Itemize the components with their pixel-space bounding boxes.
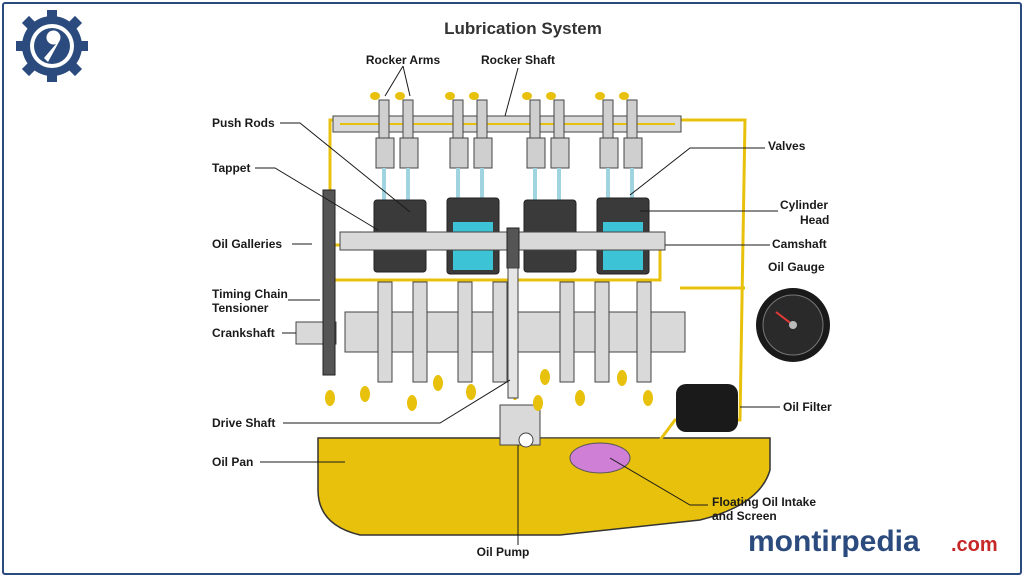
crankshaft (295, 281, 686, 383)
valve-assemblies (375, 99, 643, 169)
timing-chain-tensioner (322, 189, 336, 376)
label-push-rods: Push Rods (212, 116, 275, 130)
label-rocker-arms: Rocker Arms (366, 53, 441, 67)
label-oil-gauge: Oil Gauge (768, 260, 825, 274)
brand-name: montirpedia (748, 525, 920, 558)
floating-oil-intake (569, 442, 631, 474)
oil-pan (317, 437, 771, 536)
leader-lines (255, 65, 780, 545)
camshaft (339, 231, 666, 251)
label-timing-chain-line2: Tensioner (212, 301, 269, 315)
oil-filter (676, 384, 738, 432)
label-timing-chain-line1: Timing Chain (212, 287, 288, 301)
label-camshaft: Camshaft (772, 237, 827, 251)
oil-droplets (325, 92, 653, 411)
label-oil-filter: Oil Filter (783, 400, 832, 414)
label-floating-intake-line2: and Screen (712, 509, 777, 523)
drive-shaft-chain (506, 227, 520, 269)
label-oil-pan: Oil Pan (212, 455, 253, 469)
label-drive-shaft: Drive Shaft (212, 416, 275, 430)
label-tappet: Tappet (212, 161, 250, 175)
brand-tld: .com (951, 534, 998, 556)
label-oil-galleries: Oil Galleries (212, 237, 282, 251)
label-oil-pump: Oil Pump (477, 545, 530, 559)
wrench-gear-icon (16, 10, 88, 82)
drive-shaft (507, 267, 519, 399)
page-title: Lubrication System (444, 19, 602, 38)
label-valves: Valves (768, 139, 806, 153)
label-crankshaft: Crankshaft (212, 326, 275, 340)
oil-gauge (756, 288, 830, 362)
label-cylinder-head-line2: Head (800, 213, 829, 227)
label-cylinder-head-line1: Cylinder (780, 198, 828, 212)
label-floating-intake-line1: Floating Oil Intake (712, 495, 816, 509)
label-rocker-shaft: Rocker Shaft (481, 53, 555, 67)
